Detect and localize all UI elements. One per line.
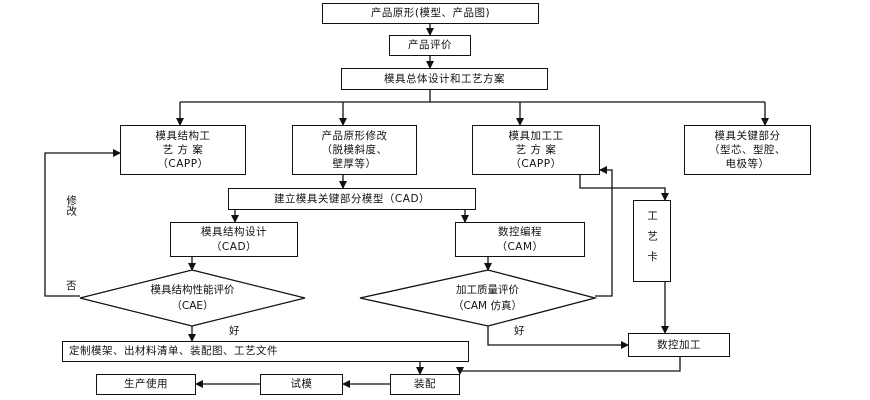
label-no: 否: [66, 280, 77, 292]
node-trial: 试模: [260, 374, 343, 395]
node-production: 生产使用: [96, 374, 196, 395]
label-good-quality: 好: [514, 325, 525, 337]
node-struct-design: 模具结构设计 （CAD）: [170, 222, 298, 257]
node-prototype-modify: 产品原形修改 （脱模斜度、 壁厚等）: [292, 125, 417, 175]
node-key-model: 建立模具关键部分模型（CAD）: [228, 188, 476, 210]
node-struct-eval: 模具结构性能评价 （CAE）: [150, 284, 235, 312]
node-overall-design: 模具总体设计和工艺方案: [341, 68, 548, 90]
node-nc-program: 数控编程 （CAM）: [455, 222, 585, 257]
node-struct-process: 模具结构工 艺 方 案 （CAPP）: [120, 125, 246, 175]
label-good-struct: 好: [229, 325, 240, 337]
node-process-card: 工艺卡: [633, 200, 671, 282]
node-assembly: 装配: [390, 374, 460, 395]
node-machining-process: 模具加工工 艺 方 案 （CAPP）: [472, 125, 600, 175]
node-nc-machining: 数控加工: [628, 333, 730, 357]
label-modify: 修改: [65, 195, 78, 216]
node-key-parts: 模具关键部分 （型芯、型腔、 电极等）: [684, 125, 811, 175]
node-prototype: 产品原形(模型、产品图): [322, 3, 539, 24]
node-make-docs: 定制模架、出材料清单、装配图、工艺文件: [62, 341, 469, 362]
node-quality-eval: 加工质量评价 （CAM 仿真）: [453, 284, 522, 312]
node-evaluation: 产品评价: [389, 35, 471, 56]
